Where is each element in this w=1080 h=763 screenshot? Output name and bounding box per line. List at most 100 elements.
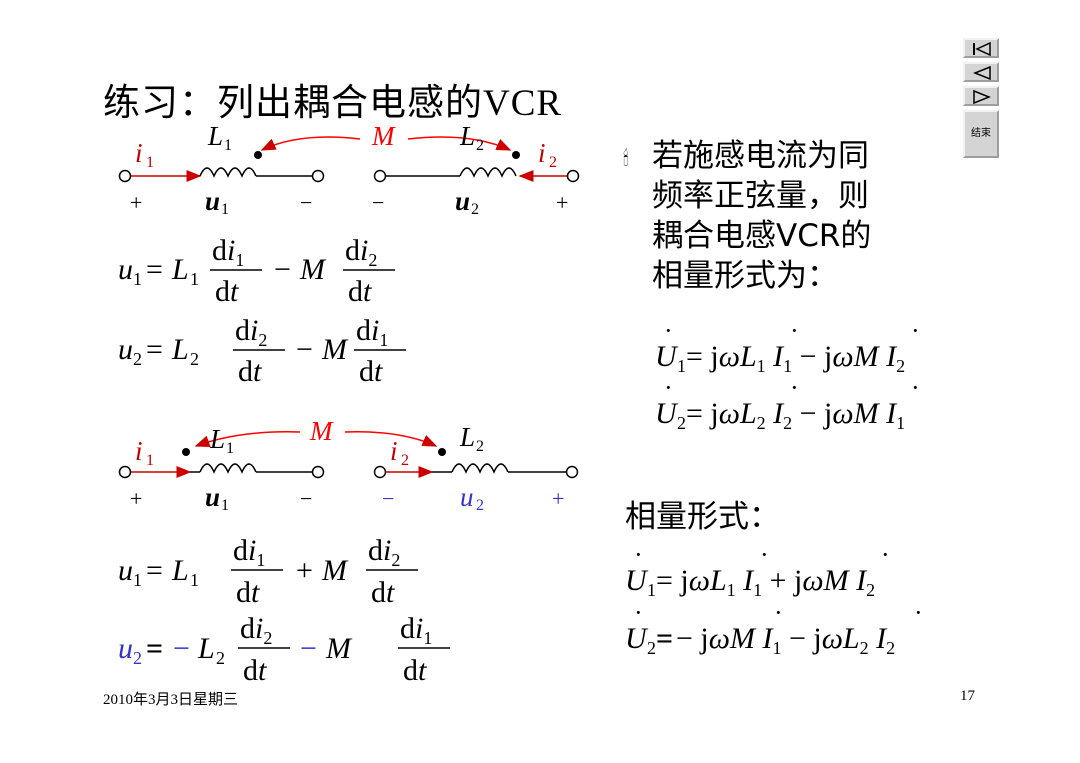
right-text-block: 若施感电流为同 频率正弦量，则 耦合电感VCR的 相量形式为： bbox=[652, 136, 871, 296]
svg-text:·: · bbox=[760, 540, 769, 569]
svg-text:2: 2 bbox=[133, 648, 142, 668]
svg-text:=: = bbox=[656, 622, 673, 655]
svg-text:dt: dt bbox=[238, 355, 262, 388]
inductor-L2-icon bbox=[451, 463, 509, 474]
svg-text:2: 2 bbox=[476, 497, 484, 514]
phasor-heading: 相量形式： bbox=[625, 499, 780, 535]
svg-text:dt: dt bbox=[243, 654, 267, 687]
svg-text:= jωL1 I1 + jωM I2: = jωL1 I1 + jωM I2 bbox=[656, 564, 875, 600]
svg-text:U: U bbox=[655, 397, 679, 430]
svg-text:1: 1 bbox=[221, 201, 229, 218]
svg-text:M: M bbox=[321, 554, 349, 587]
inductor-L1-icon bbox=[199, 167, 257, 178]
svg-text:1: 1 bbox=[647, 580, 656, 600]
svg-text:di1: di1 bbox=[400, 612, 432, 648]
svg-text:L: L bbox=[459, 121, 475, 151]
svg-text:L: L bbox=[171, 333, 189, 366]
svg-text:−: − bbox=[300, 190, 312, 215]
svg-text:1: 1 bbox=[226, 440, 234, 457]
svg-text:2: 2 bbox=[549, 154, 557, 171]
dot-marker-icon bbox=[182, 448, 190, 456]
svg-text:di2: di2 bbox=[345, 234, 377, 270]
svg-text:·: · bbox=[881, 540, 890, 569]
terminal-icon bbox=[311, 169, 325, 183]
slide-title: 练习：列出耦合电感的VCR bbox=[103, 83, 563, 124]
svg-text:1: 1 bbox=[146, 452, 154, 469]
svg-text:·: · bbox=[664, 316, 673, 345]
svg-text:=: = bbox=[146, 253, 163, 286]
svg-text:i: i bbox=[135, 436, 143, 466]
svg-text:·: · bbox=[664, 373, 673, 402]
svg-text:2: 2 bbox=[476, 137, 484, 154]
svg-text:2: 2 bbox=[401, 452, 409, 469]
svg-text:u: u bbox=[455, 186, 470, 216]
svg-text:M: M bbox=[371, 121, 396, 151]
dot-marker-icon bbox=[438, 448, 446, 456]
svg-text:M: M bbox=[299, 253, 327, 286]
svg-text:U: U bbox=[625, 564, 649, 597]
svg-text:u: u bbox=[118, 253, 133, 286]
svg-text:1: 1 bbox=[133, 570, 142, 590]
svg-text:L: L bbox=[209, 424, 225, 454]
svg-text:dt: dt bbox=[236, 576, 260, 609]
mutual-arrow-left bbox=[194, 431, 301, 448]
next-slide-button[interactable] bbox=[963, 86, 999, 106]
svg-text:·: · bbox=[634, 540, 643, 569]
svg-text:−: − bbox=[372, 190, 384, 215]
terminal-icon bbox=[566, 169, 580, 183]
svg-text:+: + bbox=[552, 486, 564, 511]
svg-text:·: · bbox=[911, 316, 920, 345]
end-show-button[interactable]: 结束 bbox=[963, 110, 999, 158]
terminal-icon bbox=[373, 465, 387, 479]
svg-text:u: u bbox=[118, 333, 133, 366]
terminal-icon bbox=[118, 169, 132, 183]
svg-text:L: L bbox=[171, 253, 189, 286]
svg-text:+: + bbox=[556, 190, 568, 215]
prev-slide-button[interactable] bbox=[963, 62, 999, 82]
svg-text:i: i bbox=[538, 138, 546, 168]
svg-text:·: · bbox=[774, 598, 783, 627]
svg-text:U: U bbox=[655, 340, 679, 373]
dot-marker-icon bbox=[254, 151, 262, 159]
svg-text:1: 1 bbox=[190, 269, 199, 289]
svg-text:di1: di1 bbox=[356, 314, 388, 350]
svg-text:1: 1 bbox=[224, 137, 232, 154]
prev-slide-icon bbox=[972, 66, 991, 80]
svg-text:L: L bbox=[171, 554, 189, 587]
svg-text:−: − bbox=[300, 632, 317, 665]
svg-text:u: u bbox=[460, 482, 474, 512]
svg-text:1: 1 bbox=[677, 356, 686, 376]
svg-text:·: · bbox=[790, 316, 799, 345]
svg-text:=: = bbox=[146, 554, 163, 587]
right-text-line: 频率正弦量，则 bbox=[652, 178, 869, 214]
svg-text:u: u bbox=[118, 632, 133, 665]
svg-text:M: M bbox=[321, 333, 349, 366]
first-slide-icon bbox=[973, 42, 991, 56]
svg-text:i: i bbox=[135, 138, 143, 168]
page-number: 17 bbox=[960, 688, 975, 704]
svg-text:= jωL2 I2 − jωM I1: = jωL2 I2 − jωM I1 bbox=[686, 397, 905, 433]
svg-text:−: − bbox=[173, 632, 190, 665]
svg-text:−: − bbox=[300, 486, 312, 511]
svg-text:dt: dt bbox=[215, 275, 239, 308]
svg-text:u: u bbox=[118, 554, 133, 587]
svg-text:dt: dt bbox=[371, 576, 395, 609]
svg-text:·: · bbox=[911, 373, 920, 402]
first-slide-button[interactable] bbox=[963, 38, 999, 58]
circuit-1 bbox=[118, 167, 580, 183]
svg-text:dt: dt bbox=[403, 654, 427, 687]
next-slide-icon bbox=[973, 90, 992, 104]
end-label: 结束 bbox=[971, 128, 991, 139]
svg-text:·: · bbox=[790, 373, 799, 402]
svg-text:·: · bbox=[914, 598, 923, 627]
svg-text:2: 2 bbox=[647, 638, 656, 658]
inductor-L2-icon bbox=[459, 167, 517, 178]
mutual-arrow-right bbox=[407, 136, 512, 151]
svg-text:i: i bbox=[390, 436, 398, 466]
right-text-line: 若施感电流为同 bbox=[652, 138, 869, 174]
svg-text:1: 1 bbox=[221, 497, 229, 514]
